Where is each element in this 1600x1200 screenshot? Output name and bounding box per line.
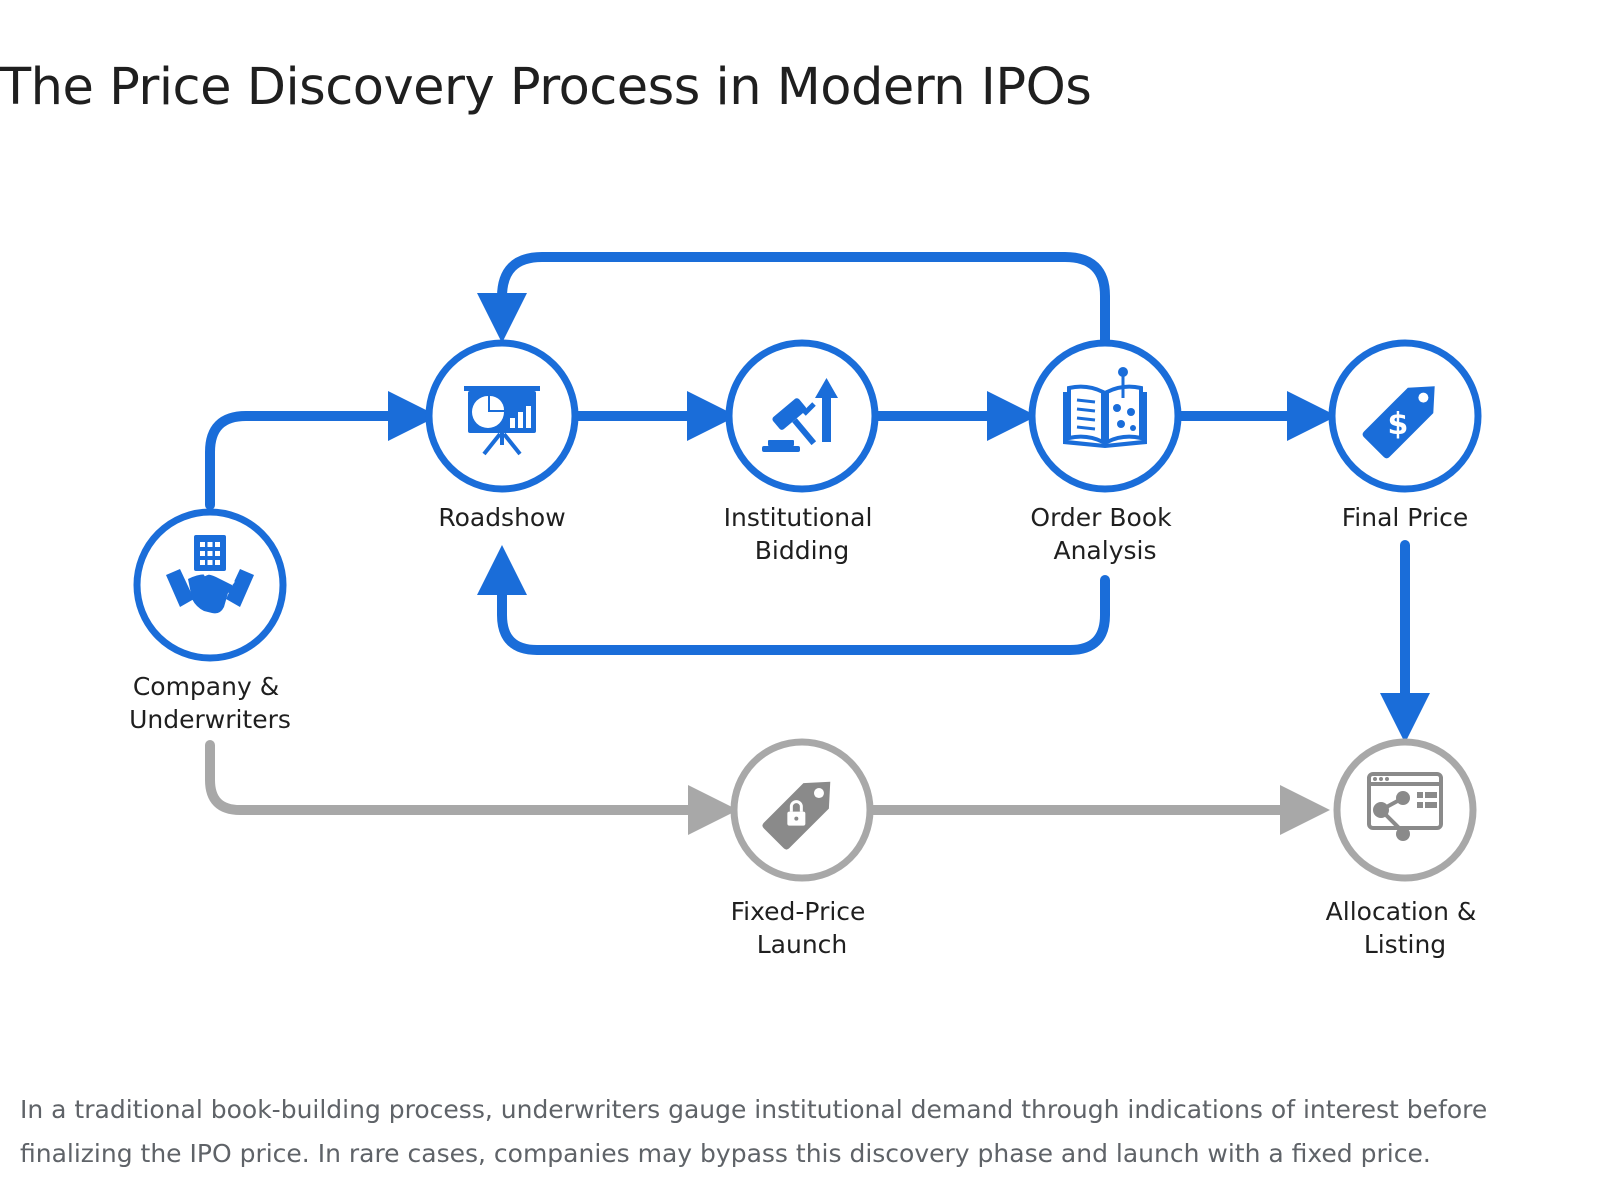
bidding-label-line-2: Bidding: [755, 536, 850, 565]
roadshow-label: Roadshow: [438, 503, 565, 532]
svg-text:Institutional Bidding: Institutional Bidding: [724, 503, 881, 565]
dollar-tag-icon: $: [1362, 386, 1435, 459]
orderbook-label-line-1: Order Book: [1030, 503, 1172, 532]
fixed-price-label-line-1: Fixed-Price: [731, 897, 866, 926]
book-building-path: [205, 252, 1430, 743]
svg-text:Fixed-Price Launch: Fixed-Price Launch: [731, 897, 874, 959]
price-discovery-diagram: Company & Underwriters Roadshow: [129, 252, 1485, 959]
gavel-arrow-icon: [762, 378, 838, 452]
feedback-loop-bottom: [477, 545, 1110, 655]
orderbook-label-line-2: Analysis: [1053, 536, 1156, 565]
open-book-icon: [1063, 367, 1147, 448]
allocation-label-line-1: Allocation &: [1326, 897, 1477, 926]
feedback-loop-top: [477, 252, 1110, 345]
lock-tag-icon: [762, 781, 831, 850]
final-price-label: Final Price: [1342, 503, 1469, 532]
node-fixed-price-launch: Fixed-Price Launch: [730, 738, 874, 959]
page-title: The Price Discovery Process in Modern IP…: [0, 58, 1092, 117]
fixed-price-label-line-2: Launch: [757, 930, 848, 959]
presentation-board-icon: [464, 386, 540, 456]
diagram-caption: In a traditional book-building process, …: [20, 1095, 1488, 1168]
company-label-line-2: Underwriters: [129, 705, 291, 734]
node-allocation-listing: Allocation & Listing: [1326, 738, 1485, 959]
node-institutional-bidding: Institutional Bidding: [724, 339, 881, 565]
company-label-line-1: Company &: [133, 672, 279, 701]
fixed-price-path: [205, 740, 1330, 835]
node-order-book-analysis: Order Book Analysis: [1028, 339, 1182, 565]
svg-text:Company & Underwriters: Company & Underwriters: [129, 672, 291, 734]
handshake-building-icon: [166, 535, 254, 614]
bidding-label-line-1: Institutional: [724, 503, 873, 532]
svg-text:$: $: [1387, 407, 1408, 442]
svg-text:Final Price: Final Price: [1342, 503, 1469, 532]
allocation-label-line-2: Listing: [1364, 930, 1446, 959]
browser-share-icon: [1367, 772, 1443, 841]
node-roadshow: Roadshow: [425, 339, 579, 532]
arrow-company-to-roadshow: [205, 391, 438, 510]
arrow-company-to-fixed-price: [205, 740, 738, 835]
svg-text:Allocation & Listing: Allocation & Listing: [1326, 897, 1485, 959]
svg-text:Order Book Analysis: Order Book Analysis: [1030, 503, 1179, 565]
node-company-underwriters: Company & Underwriters: [129, 508, 291, 734]
svg-text:Roadshow: Roadshow: [438, 503, 565, 532]
node-final-price: $ Final Price: [1328, 339, 1482, 532]
